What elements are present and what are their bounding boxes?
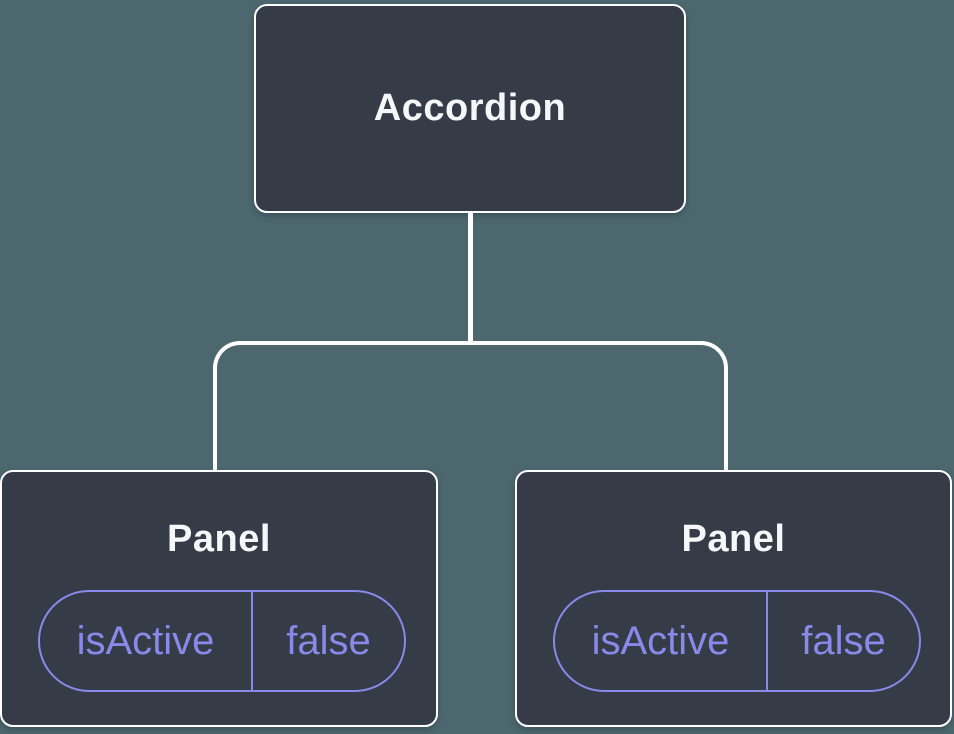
panel-node-right: Panel isActive false (515, 470, 952, 727)
panel-left-label: Panel (167, 518, 271, 560)
connector-stem-line (468, 212, 473, 343)
connector-branch-bracket (213, 341, 728, 471)
panel-right-state-pill: isActive false (553, 590, 921, 692)
panel-right-state-name: isActive (555, 592, 768, 690)
panel-left-state-name: isActive (40, 592, 253, 690)
panel-right-label: Panel (681, 518, 786, 560)
accordion-node: Accordion (254, 4, 686, 213)
accordion-node-label: Accordion (373, 87, 567, 129)
panel-node-left: Panel isActive false (0, 470, 438, 727)
panel-left-state-value: false (286, 618, 371, 663)
panel-left-state-pill: isActive false (38, 590, 406, 692)
panel-right-state-value: false (801, 618, 886, 663)
